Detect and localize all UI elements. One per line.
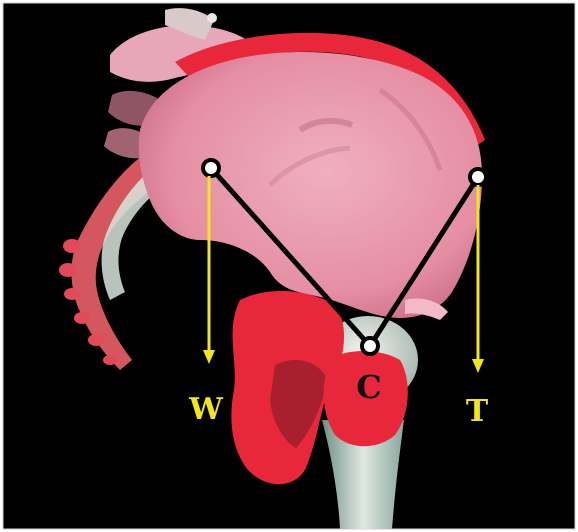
- lever-node-c: [362, 338, 378, 354]
- label-t: T: [466, 394, 489, 429]
- label-c: C: [356, 368, 381, 406]
- lever-node-t: [470, 169, 486, 185]
- lever-node-w: [203, 160, 219, 176]
- label-w: W: [188, 392, 224, 427]
